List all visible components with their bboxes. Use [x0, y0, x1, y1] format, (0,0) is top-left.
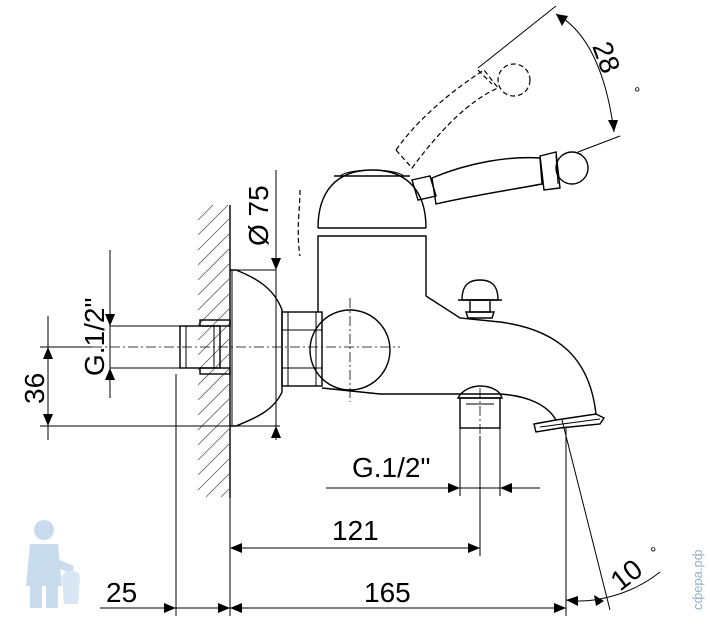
- dim-angle-28-degree: °: [634, 85, 640, 102]
- dim-diameter-75: Ø 75: [232, 170, 281, 440]
- diverter-knob: [458, 279, 502, 319]
- dim-depth-25-label: 25: [106, 577, 137, 608]
- dim-length-121-label: 121: [332, 515, 379, 546]
- hex-nut: [281, 311, 323, 387]
- dim-depth-25: 25: [100, 374, 230, 616]
- dim-outlet-thread: G.1/2": [326, 428, 540, 496]
- dim-angle-28-label: 28: [586, 37, 626, 77]
- dim-angle-10-degree: °: [650, 545, 656, 562]
- dim-inlet-thread-label: G.1/2": [79, 298, 110, 376]
- dim-height-36: 36: [19, 316, 230, 440]
- watermark-site-text: сфера.рф: [690, 549, 705, 610]
- mixer-body: [309, 227, 597, 421]
- dim-outlet-thread-label: G.1/2": [352, 452, 430, 483]
- dim-inlet-thread: G.1/2": [79, 250, 180, 398]
- lever-handle: [411, 151, 589, 205]
- dim-length-121: 121: [229, 436, 481, 616]
- lever-cap: [317, 169, 427, 229]
- dim-length-165: 165: [230, 577, 566, 613]
- dim-angle-10-label: 10: [605, 553, 649, 597]
- dim-angle-28: 28 °: [477, 5, 640, 153]
- dim-angle-10: 10 °: [561, 419, 661, 616]
- spout-aerator: [533, 413, 606, 433]
- dim-height-36-label: 36: [19, 373, 50, 404]
- dim-length-165-label: 165: [364, 577, 411, 608]
- wall-flange: [230, 269, 283, 427]
- watermark-plumber-figure: [26, 520, 80, 608]
- lever-cap-dashed-arc: [297, 189, 301, 257]
- dim-diameter-75-label: Ø 75: [243, 185, 274, 246]
- lever-handle-open: [395, 63, 531, 169]
